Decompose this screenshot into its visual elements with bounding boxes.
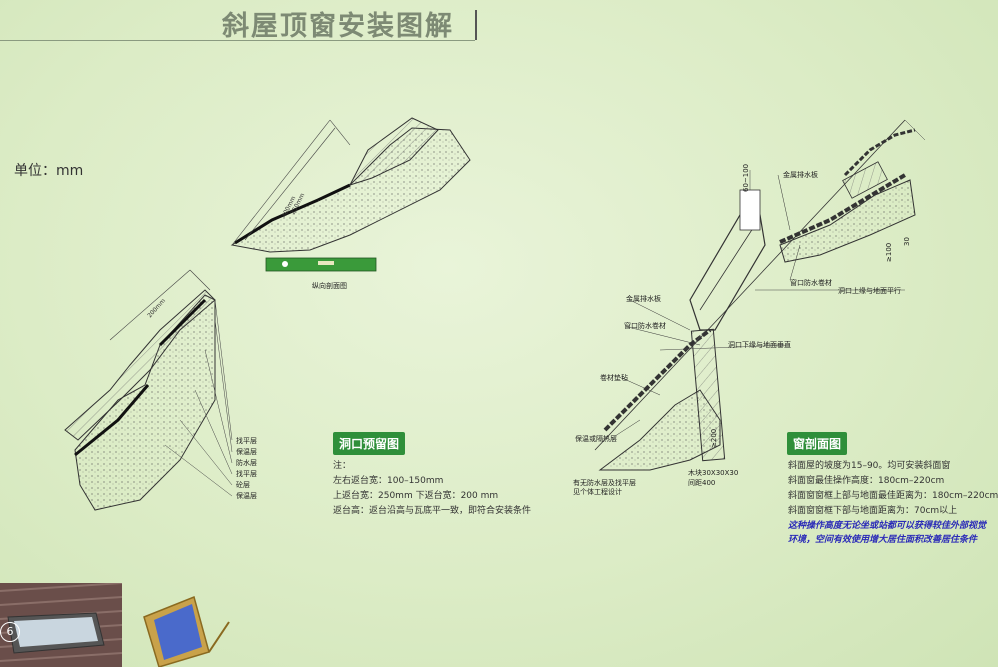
heading-window-section: 窗剖面图 bbox=[787, 432, 848, 455]
page-number: 6 bbox=[0, 622, 20, 642]
note-line: 返台高：返台沿高与瓦底平一致，即符合安装条件 bbox=[333, 506, 532, 516]
note-line: 斜面屋的坡度为15–90。均可安装斜面窗 bbox=[788, 461, 951, 471]
label-dim-30: 30 bbox=[903, 237, 911, 246]
emphasis-note: 这种操作高度无论坐或站都可以获得较佳外部视觉环境，空间有效使用增大居住面积改善居… bbox=[788, 521, 987, 545]
notes-title: 注： bbox=[333, 461, 352, 471]
label-lower-edge: 洞口下缘与地面垂直 bbox=[728, 341, 791, 349]
label-spacing: 间距400 bbox=[688, 479, 716, 487]
layer-item: 保温层 bbox=[236, 448, 257, 456]
title-tick bbox=[475, 10, 477, 40]
dim-bottom: 200mm bbox=[146, 297, 167, 319]
label-dim-60-100: 60~100 bbox=[742, 163, 750, 192]
note-line: 斜面窗窗框上部与地面最佳距离为：180cm–220cm bbox=[788, 491, 998, 501]
label-dim-ge200: ≥200 bbox=[710, 428, 718, 448]
opening-section-drawing bbox=[64, 269, 233, 511]
unit-label: 单位：mm bbox=[14, 163, 84, 179]
layer-item: 防水层 bbox=[236, 459, 257, 467]
label-insulation: 保温或隔热层 bbox=[575, 435, 617, 443]
label-wood-block: 木块30X30X30 bbox=[688, 469, 739, 477]
label-waterproof-note-2: 见个体工程设计 bbox=[573, 488, 622, 496]
layer-item: 找平层 bbox=[236, 470, 257, 478]
label-membrane-top: 窗口防水卷材 bbox=[790, 279, 832, 287]
window-section-drawing bbox=[594, 119, 926, 471]
window-notes: 斜面屋的坡度为15–90。均可安装斜面窗 斜面窗最佳操作高度：180cm–220… bbox=[788, 459, 998, 547]
layer-item: 保温层 bbox=[236, 492, 257, 500]
label-upper-edge: 洞口上缘与地面平行 bbox=[838, 287, 901, 295]
roof-window-photo bbox=[0, 583, 122, 667]
note-line: 斜面窗最佳操作高度：180cm–220cm bbox=[788, 476, 945, 486]
layer-list: 找平层 保温层 防水层 找平层 砼层 保温层 bbox=[236, 436, 257, 502]
note-line: 斜面窗窗框下部与地面距离为：70cm以上 bbox=[788, 506, 958, 516]
longitudinal-section-drawing bbox=[230, 117, 471, 272]
note-line: 上返台宽：250mm 下返台宽：200 mm bbox=[333, 491, 499, 501]
title-rule bbox=[0, 40, 475, 41]
leader-lines bbox=[611, 174, 801, 439]
heading-opening: 洞口预留图 bbox=[333, 432, 406, 455]
opening-notes: 注： 左右返台宽：100–150mm 上返台宽：250mm 下返台宽：200 m… bbox=[333, 459, 531, 519]
label-membrane-bottom: 窗口防水卷材 bbox=[624, 322, 666, 330]
note-line: 左右返台宽：100–150mm bbox=[333, 476, 444, 486]
label-flashing-top: 金属排水板 bbox=[783, 171, 818, 179]
layer-item: 砼层 bbox=[236, 481, 250, 489]
window-frame-photo bbox=[143, 595, 230, 667]
label-felt: 卷材垫毡 bbox=[600, 374, 628, 382]
label-flashing-bottom: 金属排水板 bbox=[626, 295, 661, 303]
label-dim-gt100: ≥100 bbox=[885, 242, 893, 262]
caption-longitudinal: 纵向剖面图 bbox=[312, 282, 347, 290]
page-title: 斜屋顶窗安装图解 bbox=[222, 11, 454, 42]
layer-item: 找平层 bbox=[236, 437, 257, 445]
label-waterproof-note-1: 有无防水层及找平层 bbox=[573, 479, 636, 487]
